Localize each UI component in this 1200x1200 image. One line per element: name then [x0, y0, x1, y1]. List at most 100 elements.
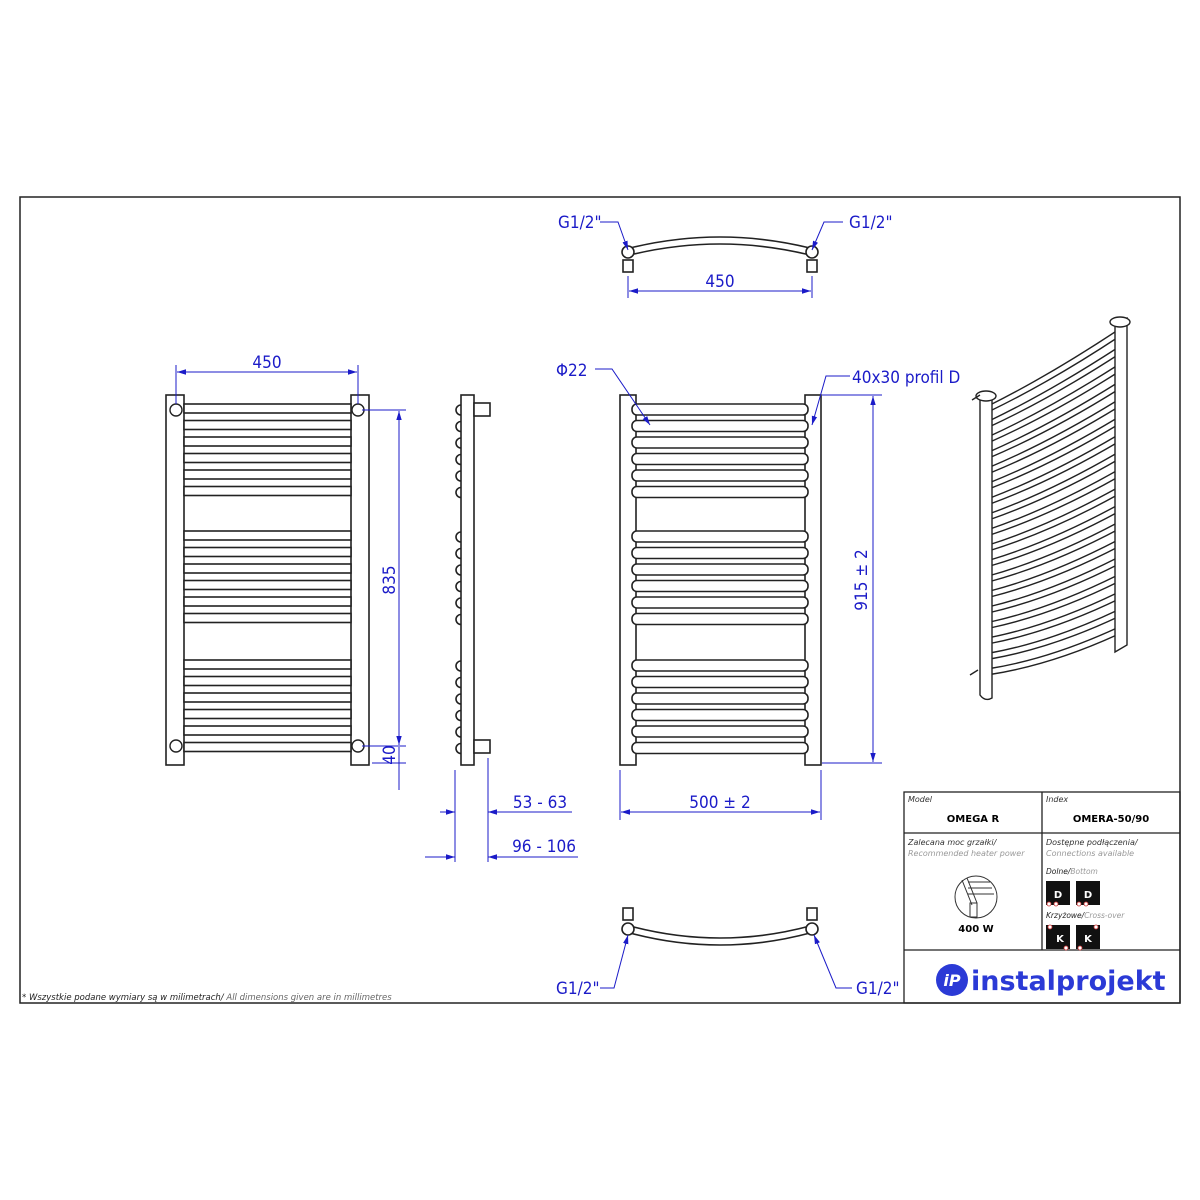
- iso-tube: [989, 381, 1119, 453]
- logo-text: instalprojekt: [971, 966, 1166, 997]
- dim-top-width: 450: [705, 272, 734, 292]
- dim-side-depth-1: 53 - 63: [513, 793, 567, 813]
- front-bar: [183, 452, 352, 464]
- svg-text:Dolne/Bottom: Dolne/Bottom: [1046, 867, 1098, 876]
- front-bar: [183, 563, 352, 574]
- iso-tube-edge: [989, 510, 1121, 567]
- front-bar: [183, 546, 352, 558]
- dim-overall-height: 915 ± 2: [852, 549, 872, 610]
- iso-tube: [989, 626, 1119, 670]
- back-tube: [631, 725, 809, 738]
- brand-logo: iP instalprojekt: [936, 964, 1166, 997]
- iso-tube: [989, 416, 1119, 484]
- connections-label-pl: Dostępne podłączenia/: [1046, 838, 1139, 847]
- back-dimensions: [595, 368, 882, 820]
- mounting-hole: [169, 739, 183, 753]
- iso-tube-edge: [989, 632, 1121, 676]
- badge-bottom-1-label: D: [1054, 890, 1062, 901]
- side-tube: [455, 693, 462, 705]
- dim-front-width: 450: [252, 353, 281, 373]
- dim-front-height: 835: [380, 565, 400, 594]
- mounting-hole: [169, 403, 183, 417]
- thread-bottom-left: G1/2": [556, 979, 600, 999]
- back-tube: [631, 563, 809, 576]
- side-dimensions: [425, 758, 578, 862]
- front-dimensions: [175, 365, 406, 790]
- front-bar: [183, 485, 352, 497]
- model-label: Model: [908, 795, 933, 804]
- back-tube: [631, 708, 809, 722]
- front-bar: [183, 741, 352, 753]
- back-tube: [631, 692, 809, 705]
- iso-tube: [989, 329, 1119, 406]
- thread-top-left: G1/2": [558, 213, 602, 233]
- iso-tube: [989, 451, 1119, 515]
- heater-label-pl: Zalecana moc grzałki/: [907, 838, 998, 847]
- iso-tube-edge: [989, 457, 1121, 521]
- front-bar: [183, 469, 352, 480]
- side-tube: [455, 597, 462, 609]
- back-tube: [631, 419, 809, 433]
- iso-tube-edge: [989, 335, 1121, 412]
- side-tube: [455, 404, 462, 416]
- side-tube: [455, 742, 462, 755]
- iso-tube-edge: [989, 492, 1121, 552]
- thread-bottom-right: G1/2": [856, 979, 900, 999]
- iso-tube: [989, 399, 1119, 468]
- iso-tube-edge: [989, 545, 1121, 598]
- model-value: OMEGA R: [947, 814, 1000, 825]
- cross-label-pl: Krzyżowe/: [1046, 911, 1086, 920]
- front-bar: [183, 659, 352, 670]
- left-column: [165, 394, 185, 766]
- back-tube: [631, 659, 809, 672]
- iso-tube: [989, 609, 1119, 654]
- front-view: [165, 394, 370, 766]
- iso-tube: [989, 364, 1119, 437]
- iso-tube-edge: [989, 475, 1121, 536]
- bottom-label-pl: Dolne/: [1046, 867, 1072, 876]
- back-tube: [631, 403, 809, 416]
- back-tube: [631, 452, 809, 466]
- front-bars: [183, 403, 352, 753]
- side-tube: [455, 613, 462, 626]
- drawing-border: [19, 196, 1181, 1004]
- iso-tube-edge: [989, 562, 1121, 614]
- back-tube: [631, 612, 809, 626]
- front-bar: [183, 579, 352, 591]
- back-tube: [631, 596, 809, 609]
- front-bar: [183, 403, 352, 414]
- side-tube: [455, 486, 462, 499]
- cross-label-en: Cross-over: [1084, 911, 1125, 920]
- iso-tube-edge: [989, 370, 1121, 443]
- front-bar: [183, 436, 352, 447]
- iso-tube: [989, 486, 1119, 546]
- iso-tube: [989, 521, 1119, 577]
- side-tube: [455, 726, 462, 738]
- right-column: [350, 394, 370, 766]
- connections-label-en: Connections available: [1046, 849, 1134, 858]
- bottom-dimensions: [600, 934, 852, 989]
- bottom-view: [621, 907, 819, 946]
- heater-power: 400 W: [958, 924, 993, 935]
- dim-overall-width: 500 ± 2: [689, 793, 750, 813]
- badge-cross-2-label: K: [1084, 934, 1093, 945]
- back-view: [619, 394, 822, 766]
- iso-tube-edge: [989, 615, 1121, 660]
- front-bar: [183, 725, 352, 736]
- front-bar: [183, 675, 352, 687]
- side-tube: [455, 660, 462, 672]
- iso-tube-edge: [989, 352, 1121, 428]
- side-tube: [455, 437, 462, 449]
- badge-bottom-1: [1046, 881, 1070, 905]
- iso-tube-edge: [989, 440, 1121, 505]
- back-tube: [631, 469, 809, 482]
- isometric-view: [969, 316, 1131, 701]
- side-tube: [455, 420, 462, 433]
- badge-bottom-2-label: D: [1084, 890, 1092, 901]
- iso-tube: [989, 434, 1119, 499]
- side-tube: [455, 564, 462, 576]
- iso-tube-edge: [989, 422, 1121, 490]
- iso-tube: [989, 346, 1119, 422]
- front-bar: [183, 596, 352, 607]
